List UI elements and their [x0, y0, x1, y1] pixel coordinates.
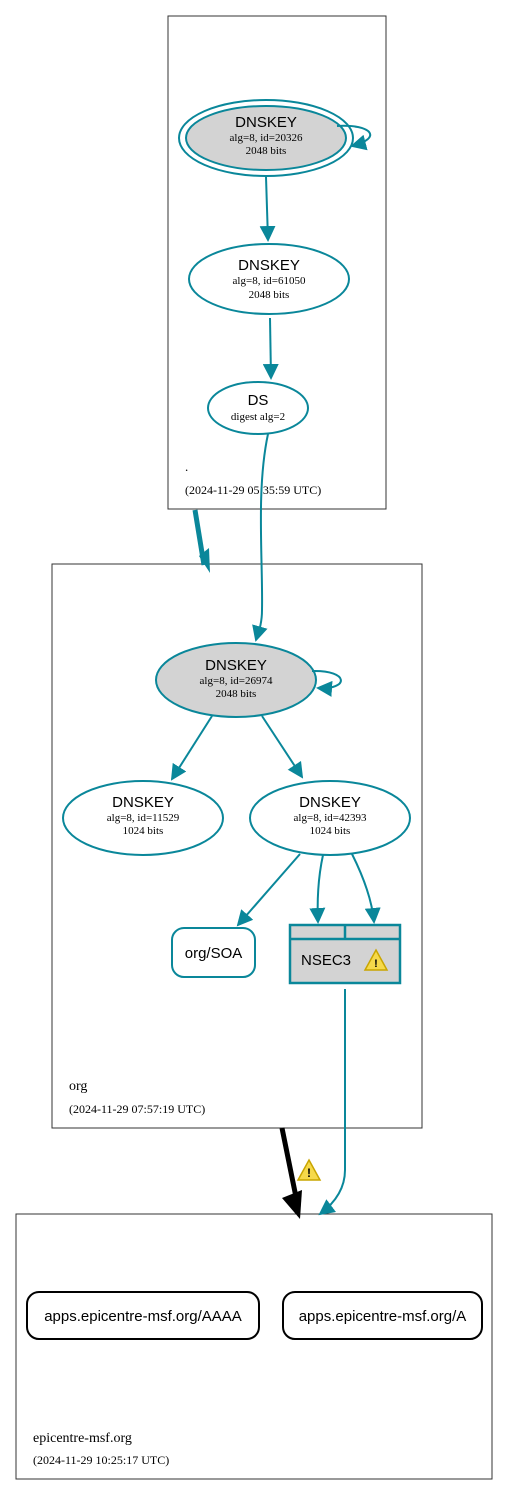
delegation-arrowhead-org-to-epicentre: [282, 1190, 302, 1219]
root-ksk-size: 2048 bits: [246, 145, 287, 157]
nsec3-to-epicentre-zone-edge: [318, 989, 346, 1216]
root-zsk-details: alg=8, id=61050: [233, 275, 306, 287]
root-ksk-node: DNSKEY alg=8, id=20326 2048 bits: [178, 99, 354, 177]
root-zsk-to-ds-edge: [262, 317, 279, 380]
org-soa-label: org/SOA: [185, 945, 243, 962]
root-ksk-details: alg=8, id=20326: [230, 132, 303, 144]
zone-root-box: [167, 15, 387, 510]
org-zsk-11529-size: 1024 bits: [123, 825, 164, 837]
org-ksk-details: alg=8, id=26974: [200, 675, 273, 687]
zone-root: . (2024-11-29 05:35:59 UTC): [167, 15, 387, 510]
zone-epicentre-box: [15, 1213, 493, 1480]
root-zsk-title: DNSKEY: [238, 257, 300, 274]
org-zsk-11529-details: alg=8, id=11529: [107, 812, 180, 824]
org-zsk-42393-to-soa-edge: [236, 853, 301, 927]
org-ksk-self-signature: [311, 669, 342, 697]
root-zsk-node: DNSKEY alg=8, id=61050 2048 bits: [188, 243, 350, 315]
org-ksk-node: DNSKEY alg=8, id=26974 2048 bits: [155, 642, 317, 718]
zone-root-timestamp: (2024-11-29 05:35:59 UTC): [185, 483, 321, 497]
org-ksk-to-zsk-11529-edge: [170, 715, 213, 781]
root-zsk-size: 2048 bits: [249, 289, 290, 301]
zone-org-box: [51, 563, 423, 1129]
org-zsk-42393-details: alg=8, id=42393: [294, 812, 367, 824]
root-ksk-to-zsk-edge: [259, 176, 276, 242]
root-ksk-title: DNSKEY: [235, 114, 297, 131]
delegation-arrowhead-root-to-org: [199, 548, 210, 573]
org-zsk-42393-to-nsec3-edge-left: [309, 854, 326, 924]
root-ds-node: DS digest alg=2: [207, 381, 309, 435]
org-zsk-11529-title: DNSKEY: [112, 794, 174, 811]
org-zsk-11529-node: DNSKEY alg=8, id=11529 1024 bits: [62, 780, 224, 856]
zone-org-name: org: [69, 1079, 87, 1094]
svg-text:!: !: [307, 1166, 311, 1180]
rr-aaaa-node: apps.epicentre-msf.org/AAAA: [26, 1291, 260, 1340]
org-soa-node: org/SOA: [171, 927, 256, 978]
org-zsk-42393-title: DNSKEY: [299, 794, 361, 811]
rr-aaaa-label: apps.epicentre-msf.org/AAAA: [44, 1308, 242, 1325]
nsec3-label: NSEC3: [301, 952, 351, 969]
warning-triangle-icon: !: [296, 1158, 322, 1181]
org-zsk-42393-to-nsec3-edge-right: [351, 853, 381, 924]
zone-epicentre: epicentre-msf.org (2024-11-29 10:25:17 U…: [15, 1213, 493, 1480]
root-ds-to-org-ksk-edge: [252, 433, 269, 642]
delegation-arrow-org-to-epicentre: [279, 1127, 300, 1203]
org-ksk-size: 2048 bits: [216, 688, 257, 700]
zone-epicentre-timestamp: (2024-11-29 10:25:17 UTC): [33, 1453, 169, 1467]
root-ds-title: DS: [248, 392, 269, 409]
org-ksk-to-zsk-42393-edge: [261, 715, 304, 779]
org-zsk-42393-node: DNSKEY alg=8, id=42393 1024 bits: [249, 780, 411, 856]
nsec3-node: NSEC3 !: [288, 923, 402, 985]
zone-epicentre-name: epicentre-msf.org: [33, 1431, 132, 1446]
rr-a-node: apps.epicentre-msf.org/A: [282, 1291, 483, 1340]
org-zsk-42393-size: 1024 bits: [310, 825, 351, 837]
nsec3-warning-icon: !: [363, 948, 389, 971]
svg-text:!: !: [374, 958, 378, 970]
root-ds-details: digest alg=2: [231, 411, 285, 423]
zone-root-name: .: [185, 459, 188, 474]
root-ksk-self-signature: [336, 124, 372, 151]
rr-a-label: apps.epicentre-msf.org/A: [299, 1308, 467, 1325]
org-ksk-title: DNSKEY: [205, 657, 267, 674]
zone-org: org (2024-11-29 07:57:19 UTC): [51, 563, 423, 1129]
zone-org-timestamp: (2024-11-29 07:57:19 UTC): [69, 1102, 205, 1116]
